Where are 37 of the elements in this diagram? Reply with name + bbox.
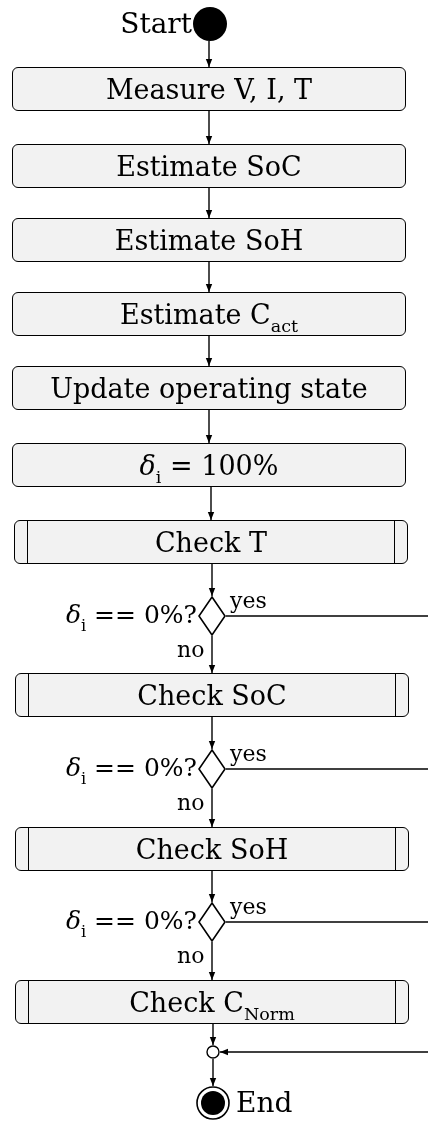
- arrow: [207, 486, 215, 521]
- arrow: [208, 941, 216, 981]
- arrow: [205, 110, 213, 145]
- process-box: δ$_{i}$ = 100%: [12, 443, 406, 487]
- arrow: [205, 40, 213, 68]
- connector-line: [225, 768, 428, 770]
- arrow: [208, 716, 216, 750]
- arrow: [205, 409, 213, 444]
- arrow: [205, 335, 213, 367]
- process-box: Measure V, I, T: [12, 67, 406, 111]
- subroutine-box: Check SoH: [15, 827, 409, 871]
- subroutine-box: Check SoC: [15, 673, 409, 717]
- process-box: Update operating state: [12, 366, 406, 410]
- subroutine-box: Check C$_{Norm}$: [15, 980, 409, 1024]
- connector-line: [225, 615, 428, 617]
- arrow: [219, 1048, 428, 1056]
- arrow: [208, 635, 216, 674]
- merge-node: [206, 1045, 220, 1059]
- start-node: [193, 7, 227, 41]
- end-node: [196, 1086, 230, 1120]
- arrow: [205, 261, 213, 293]
- arrow: [208, 870, 216, 903]
- arrow: [209, 1023, 217, 1046]
- arrow: [208, 563, 216, 597]
- connector-line: [225, 921, 428, 923]
- decision-diamond: [198, 749, 226, 789]
- arrow: [205, 187, 213, 219]
- decision-diamond: [198, 596, 226, 636]
- process-box: Estimate SoH: [12, 218, 406, 262]
- subroutine-box: Check T: [14, 520, 408, 564]
- process-box: Estimate C$_{act}$: [12, 292, 406, 336]
- end-label: End: [236, 1089, 293, 1117]
- decision-diamond: [198, 902, 226, 942]
- process-box: Estimate SoC: [12, 144, 406, 188]
- arrow: [208, 788, 216, 828]
- arrow: [209, 1058, 217, 1087]
- start-label: Start: [120, 10, 192, 38]
